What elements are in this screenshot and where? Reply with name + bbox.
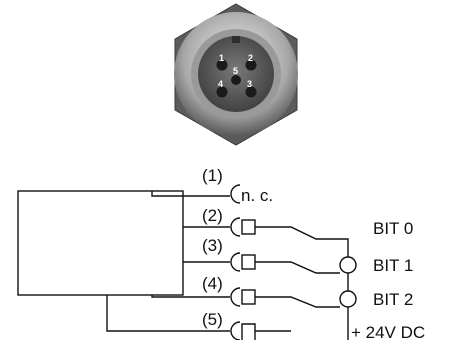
socket-pin-4 (230, 287, 241, 307)
contact-box-3 (241, 254, 256, 270)
wire-pin-1 (151, 191, 230, 197)
socket-pin-2 (230, 217, 241, 237)
pin-number-3: 3 (247, 79, 252, 89)
device-box (17, 190, 184, 296)
pin-number-5: 5 (233, 66, 238, 76)
pin-label-1: (1) (202, 166, 223, 185)
pin-2 (245, 59, 257, 71)
pin-4 (216, 86, 228, 98)
m12-connector-image: 1 2 5 4 3 (174, 3, 298, 146)
switch-4 (255, 296, 340, 308)
signal-24v-dc: + 24V DC (351, 323, 425, 340)
junction-bit-2 (339, 290, 357, 308)
pin-label-5: (5) (202, 310, 223, 329)
pin-label-2: (2) (202, 206, 223, 225)
pin-label-3: (3) (202, 236, 223, 255)
socket-pin-1 (230, 184, 241, 204)
signal-bit-0: BIT 0 (373, 219, 413, 238)
nc-label: n. c. (241, 186, 273, 205)
junction-bit-1 (339, 256, 357, 274)
wiring-schematic: (1) n. c. (2) BIT 0 (3) BIT 1 (4) BIT 2 … (17, 166, 425, 340)
socket-pin-5 (230, 321, 241, 340)
signal-bit-2: BIT 2 (373, 290, 413, 309)
contact-box-5 (241, 323, 256, 340)
switch-2 (255, 226, 349, 257)
signal-bit-1: BIT 1 (373, 256, 413, 275)
pin-number-2: 2 (248, 53, 253, 63)
pin-number-4: 4 (218, 79, 223, 89)
pin-5 (231, 75, 241, 85)
contact-box-4 (241, 289, 256, 305)
socket-pin-3 (230, 252, 241, 272)
pin-1 (216, 59, 228, 71)
pin-label-4: (4) (202, 274, 223, 293)
pin-3 (245, 86, 257, 98)
wire-pin-4 (151, 295, 230, 298)
pin-number-1: 1 (219, 53, 224, 63)
contact-box-2 (241, 219, 256, 235)
wire-pin-5 (106, 295, 230, 332)
switch-3 (255, 261, 340, 274)
connector-key (232, 36, 240, 43)
